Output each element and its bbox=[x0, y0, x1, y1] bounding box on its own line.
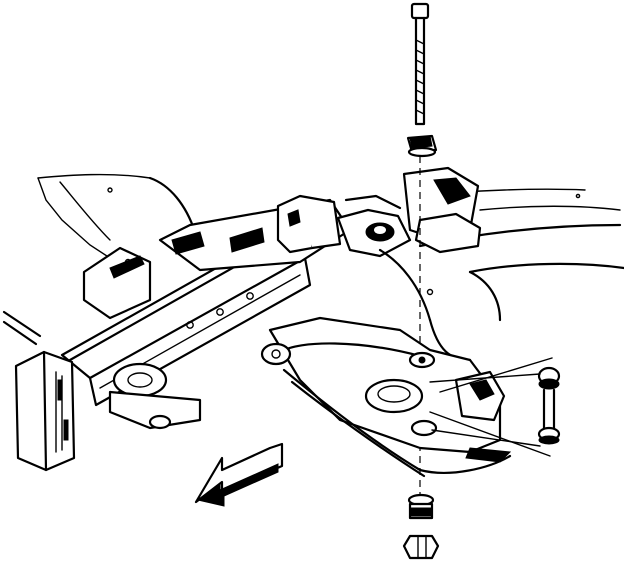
front-body-mount bbox=[14, 350, 76, 472]
lower-control-arm bbox=[108, 316, 512, 478]
long-bolt bbox=[410, 2, 430, 126]
link-bolt bbox=[429, 357, 561, 457]
spring-tower bbox=[378, 166, 502, 362]
crossmember bbox=[158, 194, 412, 272]
lower-washer-bushing bbox=[407, 493, 435, 520]
upper-washer-bushing bbox=[406, 134, 438, 158]
nut bbox=[402, 534, 440, 560]
front-direction-arrow bbox=[194, 442, 284, 507]
frame-rail bbox=[2, 230, 312, 407]
